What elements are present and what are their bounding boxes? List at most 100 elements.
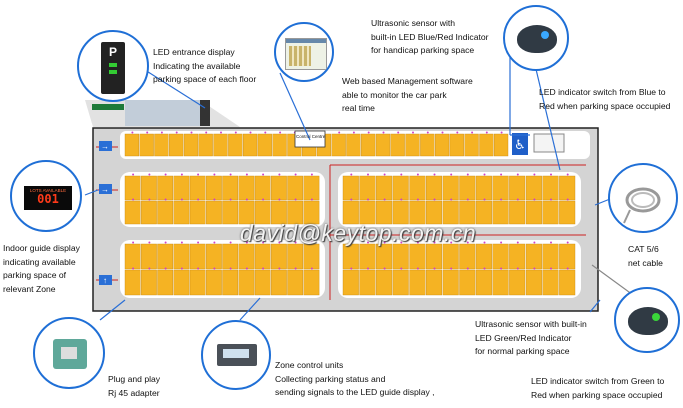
parking-bay — [426, 175, 443, 201]
parking-bay — [287, 175, 304, 201]
parking-bay — [141, 269, 157, 296]
arrow-right-icon: → — [101, 185, 109, 194]
bay-led — [310, 173, 313, 176]
bay-led — [278, 241, 281, 244]
label-line: Plug and play — [108, 374, 161, 384]
parking-bay — [542, 243, 559, 270]
parking-bay — [525, 175, 542, 201]
parking-bay — [442, 200, 459, 225]
bay-led — [220, 131, 222, 134]
parking-bay — [426, 200, 443, 225]
parking-bay — [392, 243, 409, 270]
entrance-display-device: P — [101, 42, 125, 94]
arrow-sign-bottom — [99, 275, 112, 285]
bay-led — [533, 267, 536, 270]
parking-bay — [509, 200, 526, 225]
bay-led — [213, 267, 216, 270]
bay-led — [234, 131, 237, 134]
arrow-up-icon: ↑ — [103, 276, 107, 285]
parking-bay — [442, 175, 459, 201]
parking-bay — [459, 200, 476, 225]
rj45-port-icon — [61, 347, 77, 359]
label-line: LED Green/Red Indicator — [475, 332, 572, 343]
parking-bay — [331, 133, 346, 157]
plug-play-label: Plug and play Rj 45 adapter — [108, 373, 160, 400]
bay-led — [367, 131, 370, 134]
parking-bay — [361, 133, 376, 157]
parking-bay — [303, 243, 320, 270]
parking-bay — [271, 243, 287, 270]
label-line: Rj 45 adapter — [108, 387, 160, 398]
bay-led — [180, 198, 183, 201]
bay-led — [441, 131, 444, 134]
web-software-circle — [274, 22, 334, 82]
bay-led — [197, 198, 200, 201]
parking-bay — [342, 243, 359, 270]
bay-led — [397, 131, 400, 134]
label-line: Indoor guide display — [3, 243, 80, 253]
bay-led — [516, 267, 519, 270]
label-line: built-in LED Blue/Red Indicator — [371, 31, 489, 42]
wheelchair-icon: ♿ — [514, 138, 526, 153]
parking-bay — [479, 133, 494, 157]
parking-bay — [492, 269, 509, 296]
watermark: david@keytop.com.cn — [240, 220, 477, 246]
bay-led — [367, 267, 369, 270]
bay-led — [352, 131, 355, 134]
parking-bay — [376, 243, 393, 270]
bay-led — [483, 241, 486, 244]
parking-bay — [183, 133, 199, 157]
parking-bay — [359, 243, 376, 270]
label-line: relevant Zone — [3, 283, 56, 294]
parking-bay — [124, 133, 140, 157]
bay-led — [400, 173, 403, 176]
label-line: real time — [342, 103, 375, 113]
bay-led — [164, 241, 167, 244]
connector-lines — [84, 45, 621, 321]
parking-bay — [271, 175, 287, 201]
parking-bay — [559, 243, 576, 270]
bay-led — [350, 173, 353, 176]
bay-led — [466, 241, 469, 244]
parking-bay — [254, 243, 271, 270]
entrance-display-post — [200, 100, 210, 126]
parking-bay — [189, 243, 206, 270]
bay-led — [264, 131, 267, 134]
parking-bay — [169, 133, 184, 157]
bay-led — [148, 241, 151, 244]
bay-led — [294, 173, 297, 176]
software-titlebar — [286, 39, 326, 43]
bay-led — [533, 173, 536, 176]
parking-bay — [222, 269, 239, 296]
parking-bay — [426, 243, 443, 270]
parking-bay — [124, 269, 141, 296]
zone-control-device — [217, 344, 257, 366]
bay-led — [450, 173, 453, 176]
parking-bay — [242, 133, 258, 157]
parking-bay — [390, 133, 405, 157]
software-window — [285, 38, 327, 70]
bay-led — [205, 131, 208, 134]
parking-bay — [287, 269, 304, 296]
bay-led — [533, 241, 536, 244]
bay-led — [471, 131, 474, 134]
bay-led — [278, 267, 281, 270]
parking-bay — [254, 269, 271, 296]
led-switch-green-label: LED indicator switch from Green to Red w… — [531, 375, 664, 402]
parking-bay — [376, 175, 393, 201]
bay-led — [483, 198, 486, 201]
web-software-label: Web based Management software able to mo… — [342, 75, 473, 116]
label-line: able to monitor the car park — [342, 89, 447, 100]
bay-led — [566, 198, 569, 201]
label-line: Web based Management software — [342, 76, 473, 86]
parking-bay — [509, 269, 526, 296]
bay-led — [416, 241, 419, 244]
parking-bay — [141, 243, 157, 270]
parking-bay — [238, 243, 255, 270]
bay-led — [245, 173, 248, 176]
bay-led — [213, 198, 216, 201]
parking-bay — [141, 200, 157, 225]
label-line: net cable — [628, 257, 663, 268]
software-map — [289, 46, 311, 66]
